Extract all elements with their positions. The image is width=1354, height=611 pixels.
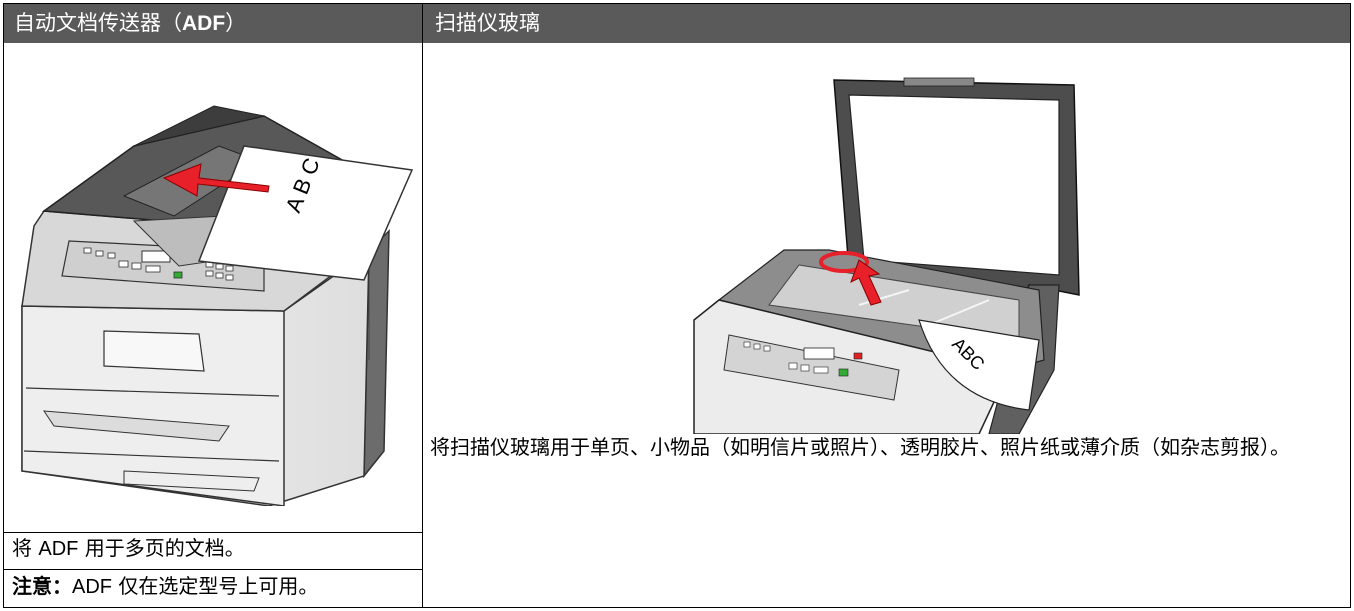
adf-header-prefix: 自动文档传送器（ — [14, 11, 182, 35]
adf-usage-text: 将 ADF 用于多页的文档。 — [12, 533, 245, 564]
note-label: 注意： — [12, 574, 72, 598]
adf-column-header: 自动文档传送器（ADF） — [4, 4, 422, 43]
adf-usage-abbr: ADF — [38, 538, 79, 560]
glass-column-header: 扫描仪玻璃 — [423, 4, 1350, 43]
adf-printer-illustration: A B C — [21, 105, 414, 506]
left-row-divider-1 — [4, 532, 422, 533]
adf-header-abbr: ADF — [182, 12, 226, 35]
left-row-divider-2 — [4, 569, 422, 570]
adf-usage-prefix: 将 — [12, 536, 39, 560]
note-abbr: ADF — [72, 576, 112, 598]
glass-usage-text: 将扫描仪玻璃用于单页、小物品（如明信片或照片）、透明胶片、照片纸或薄介质（如杂志… — [430, 435, 1290, 459]
scanner-glass-illustration: ABC — [693, 77, 1080, 434]
column-divider — [422, 4, 423, 607]
info-table: 自动文档传送器（ADF） 扫描仪玻璃 — [3, 3, 1351, 608]
glass-header-text: 扫描仪玻璃 — [435, 11, 540, 35]
note-text: 仅在选定型号上可用。 — [112, 574, 319, 598]
adf-header-suffix: ） — [225, 11, 247, 35]
adf-note: 注意：ADF 仅在选定型号上可用。 — [12, 571, 318, 602]
adf-usage-suffix: 用于多页的文档。 — [78, 536, 245, 560]
